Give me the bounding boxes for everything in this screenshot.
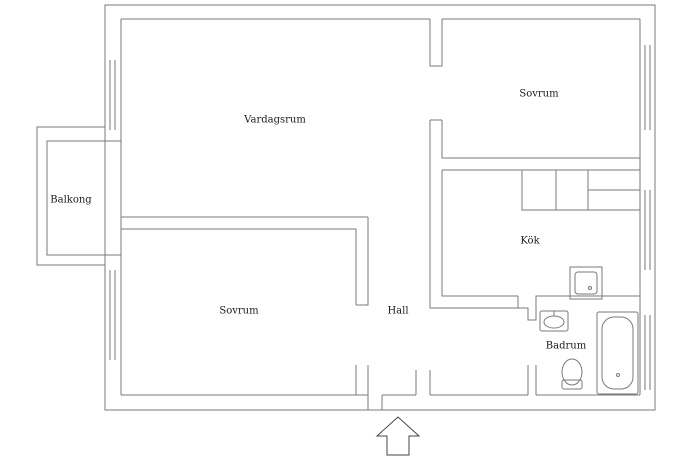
window-right-lower (644, 315, 651, 390)
bedroom-left-door-jamb (355, 365, 369, 395)
entrance-jamb (367, 395, 383, 410)
top-divider (429, 19, 443, 67)
hall-door-jamb (415, 370, 431, 395)
window-left-upper (104, 60, 116, 130)
bedroom-left-right-wall (356, 217, 369, 306)
bedroom-left-top-wall (121, 228, 357, 305)
kitchen-left-wall (441, 170, 518, 297)
window-right-mid (644, 190, 651, 270)
balcony-door-wall (105, 140, 121, 256)
bath-top-wall (518, 295, 640, 321)
bath-door-jamb (527, 365, 537, 395)
sink-icon (539, 310, 569, 332)
room-label-hall: Hall (387, 305, 409, 317)
room-label-sovrum-top: Sovrum (519, 88, 559, 100)
window-left-lower (104, 270, 116, 360)
toilet-icon (561, 358, 583, 390)
room-label-badrum: Badrum (545, 340, 587, 352)
window-right-upper (644, 45, 651, 130)
bathtub-icon (596, 311, 639, 395)
sovrum-top-bottom-wall (441, 120, 640, 159)
center-vertical-wall-left (429, 120, 518, 309)
walls (36, 4, 656, 411)
balcony-outline (36, 126, 105, 266)
room-label-kok: Kök (520, 235, 540, 247)
room-label-sovrum-bottom: Sovrum (219, 305, 259, 317)
living-bottom-wall (120, 187, 368, 218)
room-label-vardagsrum: Vardagsrum (244, 114, 306, 126)
kitchen-cabinets (521, 170, 640, 211)
up-arrow-icon (375, 416, 421, 456)
room-label-balkong: Balkong (50, 194, 92, 206)
balcony-inner (46, 140, 105, 256)
stove-icon (569, 266, 603, 300)
